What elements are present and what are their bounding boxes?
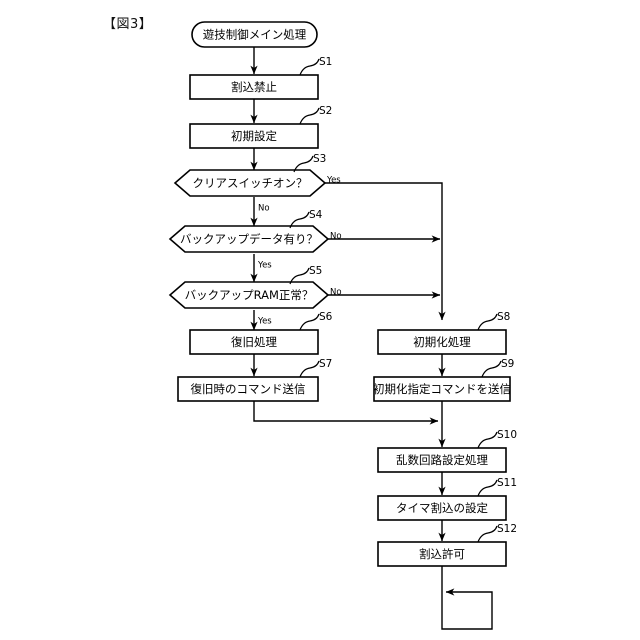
node-s11-label: タイマ割込の設定: [396, 501, 488, 515]
step-leader-s2: [299, 107, 320, 125]
branch-label-s5-yes: Yes: [257, 317, 272, 327]
step-leader-s5: [289, 267, 310, 285]
edge-s7-to-s10-merge: [253, 401, 439, 425]
node-s6: 復旧処理: [189, 329, 319, 355]
step-label-s1: S1: [319, 56, 332, 68]
node-s5-label: バックアップRAM正常？: [185, 288, 314, 302]
node-s9-label: 初期化指定コマンドを送信: [373, 382, 511, 396]
step-label-s4: S4: [309, 209, 323, 221]
node-s5: バックアップRAM正常？: [168, 281, 330, 309]
node-s11: タイマ割込の設定: [377, 495, 507, 521]
step-label-s6: S6: [319, 311, 333, 323]
branch-label-s3-yes: Yes: [326, 176, 341, 186]
node-s8: 初期化処理: [377, 329, 507, 355]
branch-label-s4-yes: Yes: [257, 261, 272, 271]
node-s2: 初期設定: [189, 123, 319, 149]
node-s8-label: 初期化処理: [413, 335, 471, 349]
node-s3-label: クリアスイッチオン？: [193, 176, 308, 190]
node-s12: 割込許可: [377, 541, 507, 567]
step-label-s8: S8: [497, 311, 510, 323]
node-s4: バックアップデータ有り？: [168, 225, 330, 253]
step-label-s3: S3: [313, 153, 326, 165]
edge-s12-loopback: [441, 566, 493, 630]
step-leader-s11: [477, 479, 498, 497]
node-s7-label: 復旧時のコマンド送信: [191, 382, 306, 396]
node-s9: 初期化指定コマンドを送信: [373, 376, 511, 402]
step-label-s9: S9: [501, 358, 514, 370]
start-terminator-label: 遊技制御メイン処理: [203, 28, 307, 42]
step-leader-s3: [293, 155, 314, 173]
step-leader-s10: [477, 431, 498, 449]
node-s1-label: 割込禁止: [231, 80, 277, 94]
node-s7: 復旧時のコマンド送信: [177, 376, 319, 402]
step-label-s7: S7: [319, 358, 332, 370]
step-label-s11: S11: [497, 477, 517, 489]
node-s10-label: 乱数回路設定処理: [396, 453, 488, 467]
step-label-s12: S12: [497, 523, 517, 535]
step-leader-s9: [481, 360, 502, 378]
node-s4-label: バックアップデータ有り？: [180, 232, 318, 246]
branch-label-s5-no: No: [330, 288, 342, 298]
edge-s3-yes-to-right-trunk: [325, 182, 446, 321]
step-label-s10: S10: [497, 429, 517, 441]
step-leader-s4: [289, 211, 310, 229]
node-s12-label: 割込許可: [419, 547, 465, 561]
step-leader-s8: [477, 313, 498, 331]
start-terminator: 遊技制御メイン処理: [191, 21, 318, 48]
branch-label-s4-no: No: [330, 232, 342, 242]
step-label-s5: S5: [309, 265, 322, 277]
step-leader-s1: [299, 58, 320, 76]
step-leader-s7: [299, 360, 320, 378]
step-leader-s6: [299, 313, 320, 331]
figure-number-label: 【図3】: [103, 17, 153, 32]
node-s10: 乱数回路設定処理: [377, 447, 507, 473]
step-label-s2: S2: [319, 105, 332, 117]
branch-label-s3-no: No: [258, 204, 270, 214]
node-s1: 割込禁止: [189, 74, 319, 100]
node-s3: クリアスイッチオン？: [173, 169, 327, 197]
step-leader-s12: [477, 525, 498, 543]
node-s2-label: 初期設定: [231, 129, 277, 143]
node-s6-label: 復旧処理: [231, 335, 277, 349]
